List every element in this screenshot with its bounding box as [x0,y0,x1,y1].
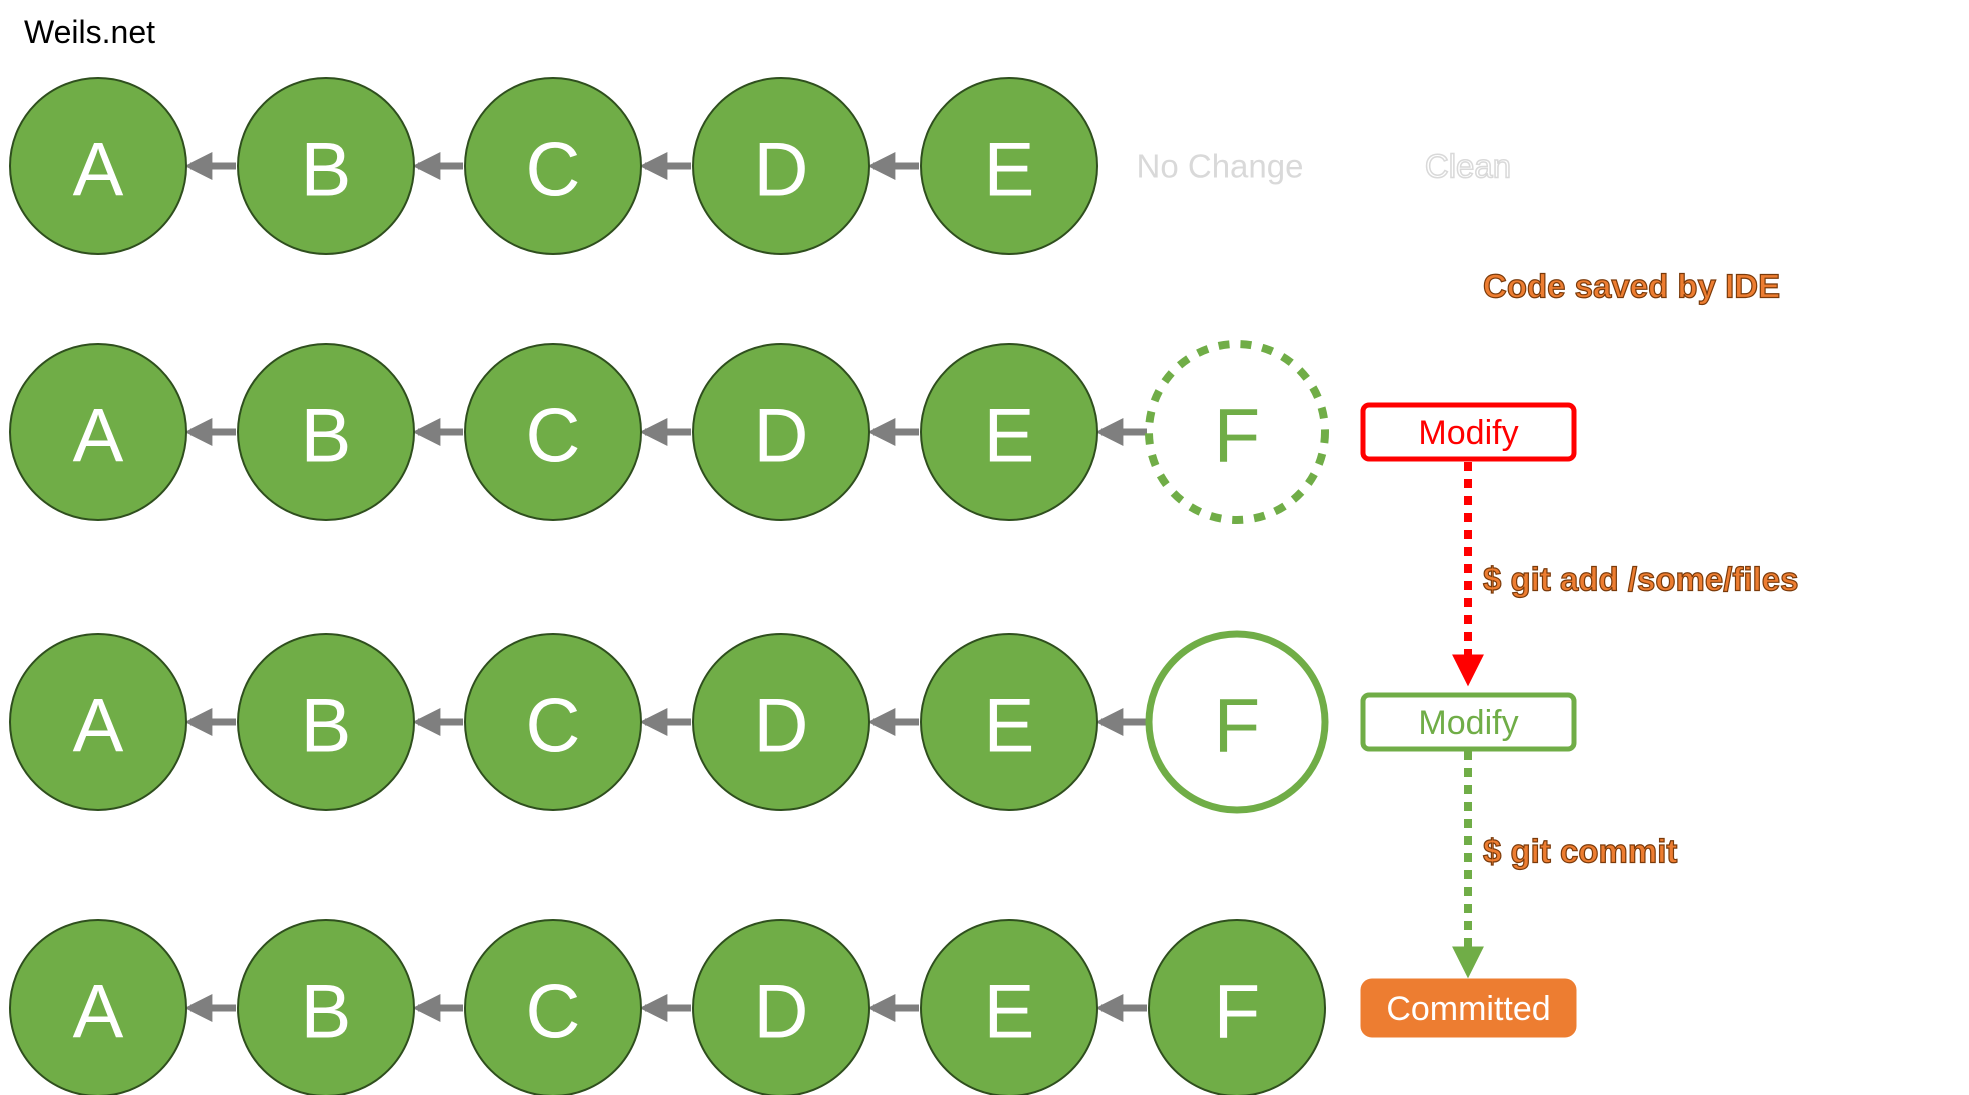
commit-node [464,919,642,1095]
commit-node [464,77,642,255]
commit-node [920,633,1098,811]
status-label: Committed [1386,990,1550,1028]
status-label: Modify [1418,414,1518,452]
staged-node [1145,630,1329,814]
no-change-label: No Change [1137,148,1304,185]
commit-label: D [754,684,809,769]
commit-label: D [754,394,809,479]
commit-node [237,343,415,521]
commit-label: E [984,684,1035,769]
uncommitted-node [1145,340,1329,524]
commit-label: B [301,970,352,1055]
git-commit-annotation: $ git commit [1483,833,1677,870]
commit-node [237,919,415,1095]
commit-node [920,919,1098,1095]
commit-node [9,919,187,1095]
commit-label: D [754,128,809,213]
commit-label: A [73,970,124,1055]
commit-label: A [73,394,124,479]
commit-node [237,633,415,811]
commit-label: B [301,684,352,769]
commit-node [9,77,187,255]
commit-label: A [73,684,124,769]
commit-node [692,919,870,1095]
commit-node [692,77,870,255]
commit-node [1148,919,1326,1095]
pending-label: F [1214,394,1260,479]
brand-label: Weils.net [24,14,156,50]
commit-node [9,633,187,811]
commit-label: A [73,128,124,213]
commit-label: B [301,394,352,479]
commit-label: C [526,970,581,1055]
commit-node [464,343,642,521]
commit-label: E [984,394,1035,479]
pending-label: F [1214,684,1260,769]
commit-label: E [984,970,1035,1055]
commit-node [464,633,642,811]
commit-node [920,77,1098,255]
commit-node [692,633,870,811]
commit-label: F [1214,970,1260,1055]
git-add-annotation: $ git add /some/files [1483,561,1798,598]
commit-node [692,343,870,521]
saved-annotation: Code saved by IDE [1483,268,1780,305]
status-box [1360,402,1577,462]
clean-label: Clean [1425,148,1511,185]
commit-label: C [526,128,581,213]
status-label: Modify [1418,704,1518,742]
commit-label: E [984,128,1035,213]
commit-label: B [301,128,352,213]
commit-label: C [526,394,581,479]
commit-node [9,343,187,521]
commit-node [920,343,1098,521]
commit-node [237,77,415,255]
commit-label: C [526,684,581,769]
commit-label: D [754,970,809,1055]
status-box [1360,978,1577,1038]
status-box [1360,692,1577,752]
